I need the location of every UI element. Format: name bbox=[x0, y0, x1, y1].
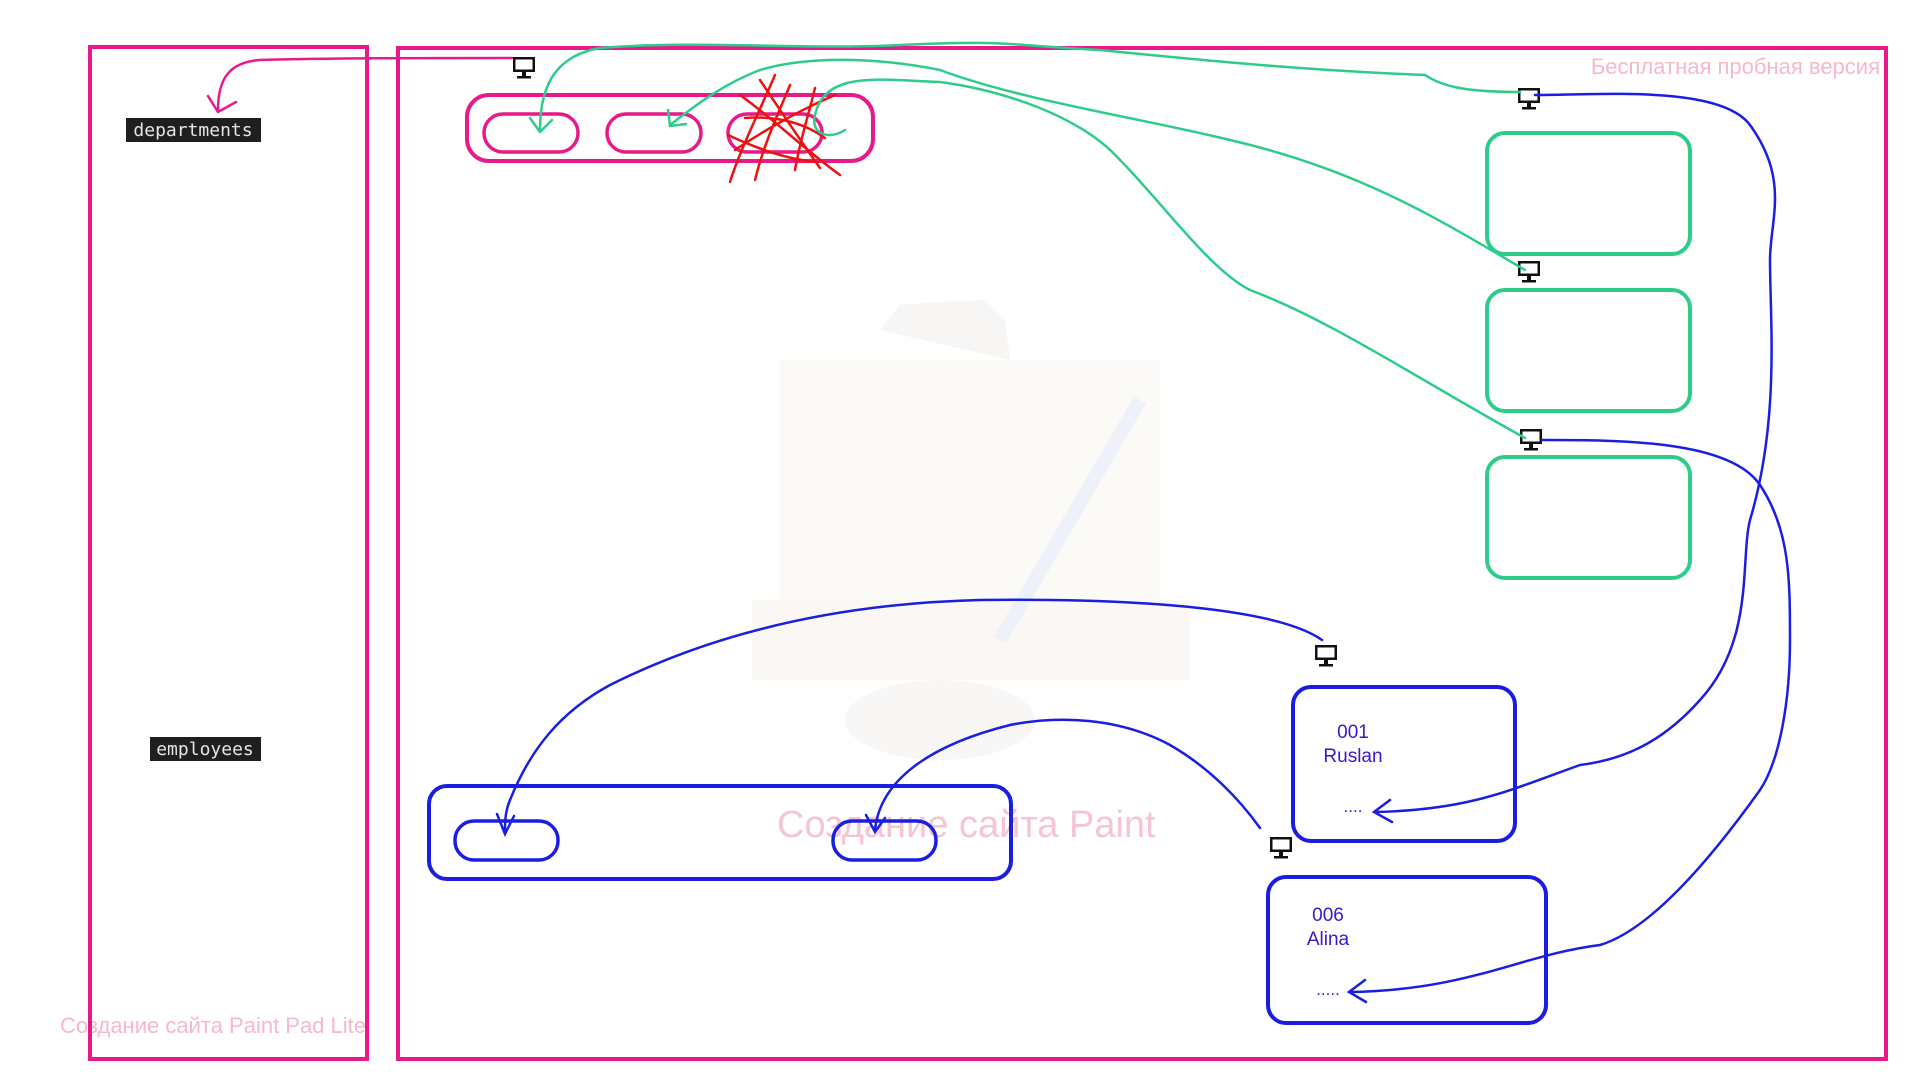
bottom-left-watermark: Создание сайта Paint Pad Lite bbox=[60, 1013, 366, 1038]
monitor-icon-panel-2 bbox=[1518, 261, 1540, 283]
employee-card-006-name: Alina bbox=[1307, 929, 1350, 950]
department-tab-1[interactable] bbox=[482, 112, 580, 154]
monitor-icon-panel-3 bbox=[1520, 429, 1542, 451]
employee-card-001-more: .... bbox=[1344, 797, 1363, 816]
employee-card-001-name: Ruslan bbox=[1323, 746, 1382, 767]
employee-card-006-id: 006 bbox=[1312, 905, 1344, 926]
main-frame bbox=[396, 46, 1888, 1061]
employee-card-001[interactable] bbox=[1291, 685, 1517, 843]
monitor-icon-card-006 bbox=[1270, 837, 1292, 859]
monitor-icon-top bbox=[513, 57, 535, 79]
departments-label[interactable]: departments bbox=[126, 118, 261, 142]
cross-out-scribble bbox=[726, 73, 842, 184]
departments-label-text: departments bbox=[133, 120, 252, 141]
trial-watermark: Бесплатная пробная версия bbox=[1591, 54, 1880, 79]
green-connectors bbox=[528, 41, 1527, 440]
departments-link-arrow bbox=[206, 56, 514, 114]
employee-card-001-id: 001 bbox=[1337, 722, 1369, 743]
department-tab-2[interactable] bbox=[605, 112, 703, 154]
blue-connectors bbox=[495, 92, 1792, 1004]
green-panel-2[interactable] bbox=[1485, 288, 1692, 413]
employees-label-text: employees bbox=[156, 739, 254, 760]
employees-tab-bar bbox=[427, 784, 1013, 881]
green-panel-1[interactable] bbox=[1485, 131, 1692, 256]
monitor-icon-panel-1 bbox=[1518, 88, 1540, 110]
sidebar-frame bbox=[88, 45, 369, 1061]
employee-card-006[interactable] bbox=[1266, 875, 1548, 1025]
employee-card-006-more: ..... bbox=[1316, 980, 1340, 999]
background-watermark-image bbox=[752, 300, 1190, 760]
employee-tab-2[interactable] bbox=[831, 819, 938, 862]
employees-label[interactable]: employees bbox=[150, 737, 261, 761]
monitor-icon-card-001 bbox=[1315, 645, 1337, 667]
departments-tab-bar bbox=[465, 93, 875, 163]
employee-tab-1[interactable] bbox=[453, 819, 560, 862]
green-panel-3[interactable] bbox=[1485, 455, 1692, 580]
